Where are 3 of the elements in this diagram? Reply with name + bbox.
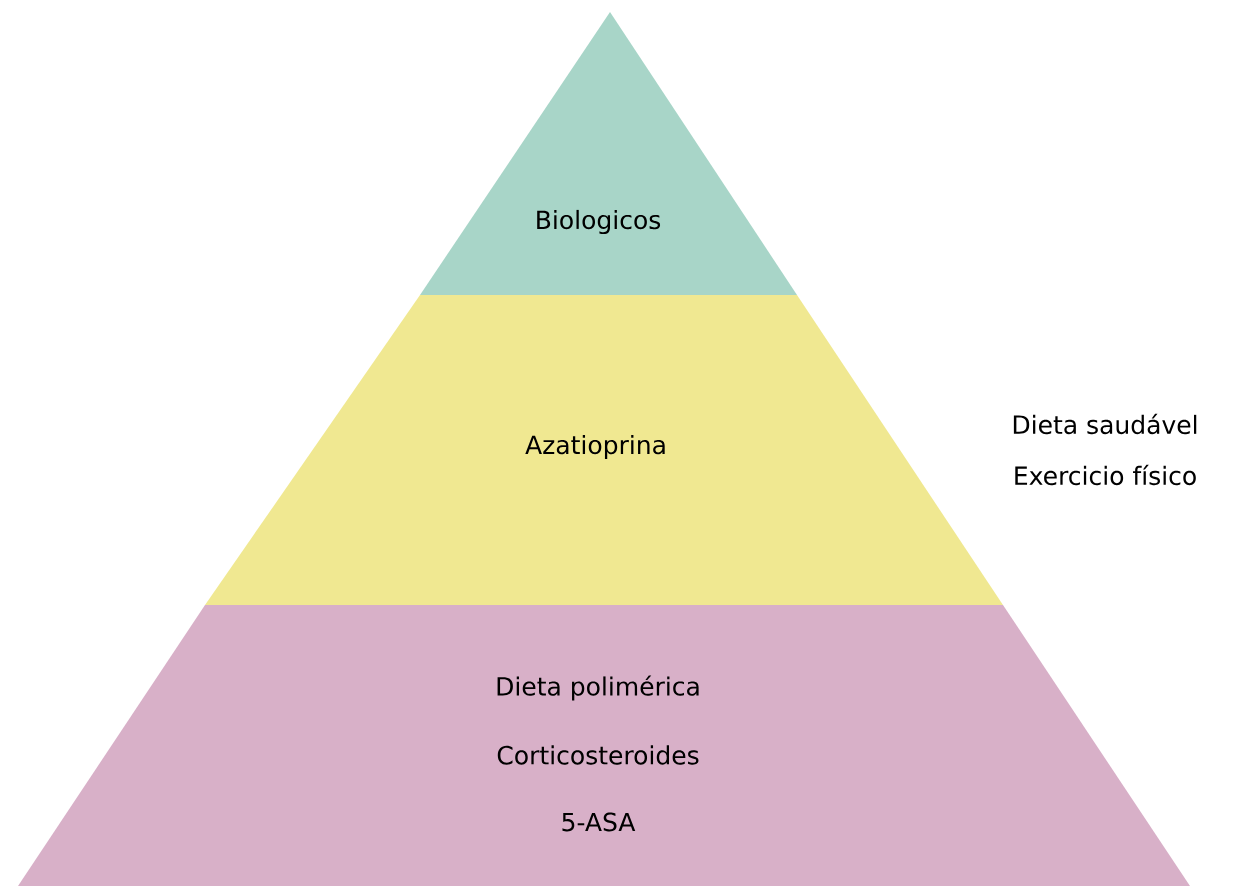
pyramid-tier: Biologicos [420, 12, 797, 295]
pyramid-tier: Azatioprina [205, 295, 1003, 605]
pyramid-tier: Dieta polimérica Corticosteroides 5-ASA [18, 605, 1190, 886]
